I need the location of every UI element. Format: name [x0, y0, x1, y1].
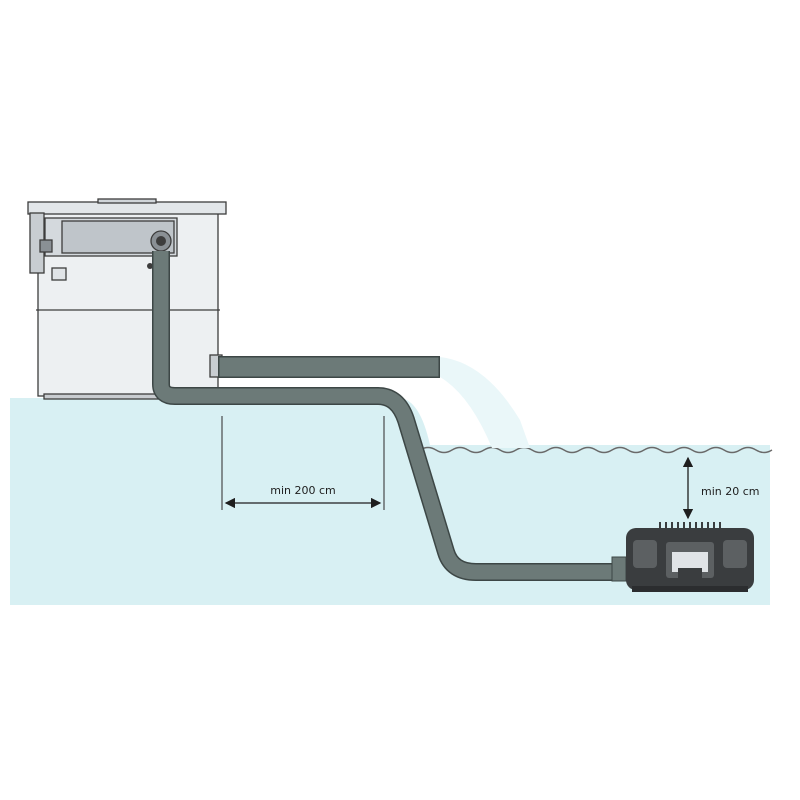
- pump-min-depth-label: min 20 cm: [701, 485, 760, 498]
- outflow-stream: [440, 357, 530, 448]
- pump-icon: [611, 522, 754, 592]
- pump-depth-dimension: min 20 cm: [682, 456, 760, 520]
- supply-hose-inner: [153, 251, 618, 580]
- hose-length-dimension: min 200 cm: [221, 416, 385, 510]
- hose-min-length-label: min 200 cm: [270, 484, 336, 497]
- water-surface: [419, 446, 773, 454]
- return-hose-icon: [218, 356, 440, 378]
- filter-box-icon: [27, 198, 227, 400]
